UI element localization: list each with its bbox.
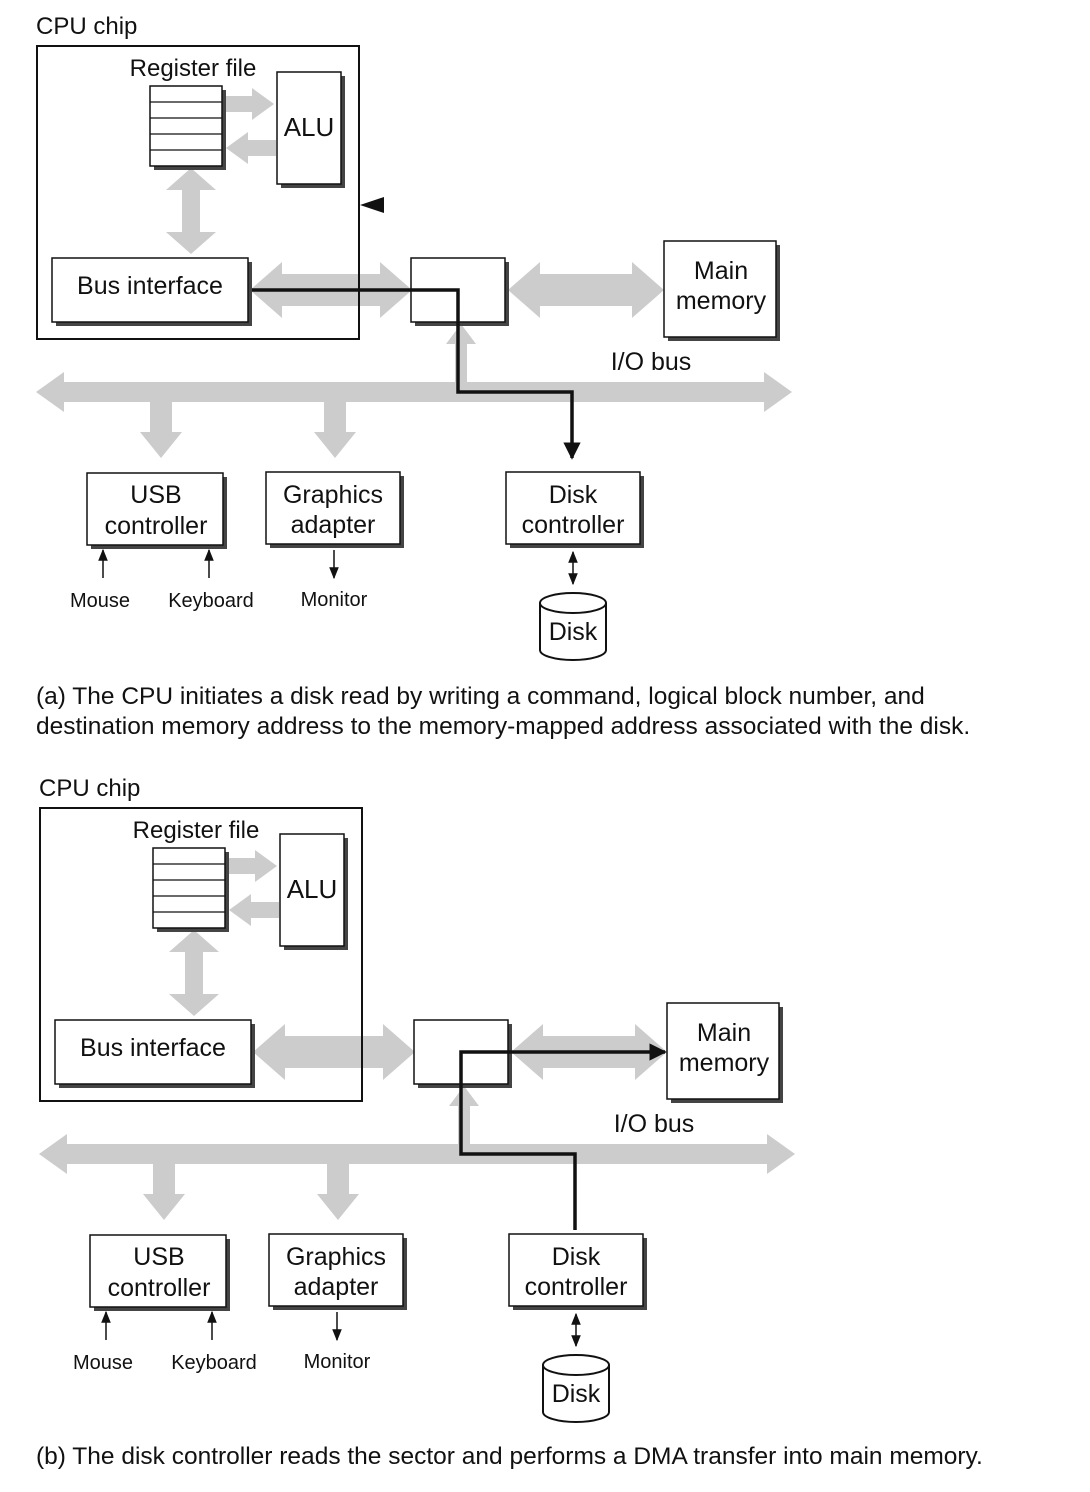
caption-b: (b) The disk controller reads the sector… (36, 1443, 983, 1470)
memory-bus-arrow (508, 262, 664, 318)
disk-label: Disk (552, 1380, 601, 1408)
svg-text:controller: controller (105, 512, 208, 540)
register-file-label: Register file (130, 55, 257, 82)
io-bridge-box (410, 257, 509, 326)
bridge-io-arrow (449, 1086, 479, 1144)
cpu-chip-box (39, 807, 363, 1102)
disk-cylinder: Disk (539, 592, 607, 661)
usb-controller-label: USB (133, 1243, 184, 1271)
svg-text:adapter: adapter (294, 1273, 379, 1301)
io-bus-label: I/O bus (614, 1110, 695, 1138)
cpu-chip-pointer (360, 197, 384, 213)
disk-label: Disk (549, 618, 598, 646)
keyboard-label: Keyboard (168, 590, 254, 612)
svg-text:controller: controller (108, 1274, 211, 1302)
io-bus (39, 1134, 795, 1174)
alu-to-regfile-arrow (229, 894, 279, 926)
svg-text:memory: memory (679, 1049, 770, 1077)
usb-controller-label: USB (130, 481, 181, 509)
regfile-bus-arrow (166, 168, 216, 254)
disk-controller-label: Disk (549, 481, 598, 509)
usb-controller-box: USB controller (89, 1234, 230, 1311)
bus-interface-box: Bus interface (54, 1019, 255, 1088)
mouse-label: Mouse (73, 1352, 133, 1374)
graphics-adapter-box: Graphics adapter (265, 471, 404, 548)
keyboard-label: Keyboard (171, 1352, 257, 1374)
mouse-label: Mouse (70, 590, 130, 612)
io-graphics-arrow (317, 1164, 359, 1220)
panel-a: CPU chip Register file ALU Bus interface (36, 13, 792, 661)
graphics-adapter-label: Graphics (286, 1243, 386, 1271)
alu-to-regfile-arrow (226, 132, 276, 164)
main-memory-label: Main (694, 257, 748, 285)
regfile-to-alu-arrow (227, 850, 277, 882)
bus-interface-label: Bus interface (80, 1034, 226, 1062)
bus-interface-label: Bus interface (77, 272, 223, 300)
monitor-label: Monitor (304, 1351, 371, 1373)
io-usb-arrow (143, 1164, 185, 1220)
svg-text:controller: controller (522, 511, 625, 539)
disk-cylinder: Disk (542, 1354, 610, 1423)
disk-controller-box: Disk controller (505, 471, 644, 548)
io-bridge-box (413, 1019, 512, 1088)
svg-text:memory: memory (676, 287, 767, 315)
caption-a: (a) The CPU initiates a disk read by wri… (36, 683, 971, 740)
regfile-to-alu-arrow (224, 88, 274, 120)
panel-b: CPU chip Register file ALU Bus interface (39, 775, 795, 1423)
monitor-label: Monitor (301, 589, 368, 611)
register-file (152, 847, 229, 932)
regfile-bus-arrow (169, 930, 219, 1016)
io-usb-arrow (140, 402, 182, 458)
io-graphics-arrow (314, 402, 356, 458)
gray-buses (39, 850, 795, 1220)
register-file (149, 85, 226, 170)
dma-path (459, 1043, 667, 1230)
alu-label: ALU (284, 112, 335, 142)
register-file-label: Register file (133, 817, 260, 844)
bus-interface-box: Bus interface (51, 257, 252, 326)
cpu-chip-label: CPU chip (39, 775, 140, 802)
alu-box: ALU (279, 833, 348, 950)
cpu-chip-label: CPU chip (36, 13, 137, 40)
usb-controller-box: USB controller (86, 472, 227, 549)
main-memory-box: Main memory (663, 240, 780, 341)
system-bus-arrow (253, 1024, 415, 1080)
main-memory-label: Main (697, 1019, 751, 1047)
io-bus (36, 372, 792, 412)
disk-controller-label: Disk (552, 1243, 601, 1271)
svg-text:controller: controller (525, 1273, 628, 1301)
command-path (252, 288, 581, 460)
cpu-chip-box (36, 45, 360, 340)
graphics-adapter-box: Graphics adapter (268, 1233, 407, 1310)
disk-controller-box: Disk controller (508, 1233, 647, 1310)
alu-label: ALU (287, 874, 338, 904)
graphics-adapter-label: Graphics (283, 481, 383, 509)
bridge-io-arrow (446, 324, 476, 382)
alu-box: ALU (276, 71, 345, 188)
io-bus-label: I/O bus (611, 348, 692, 376)
svg-text:adapter: adapter (291, 511, 376, 539)
main-memory-box: Main memory (666, 1002, 783, 1103)
